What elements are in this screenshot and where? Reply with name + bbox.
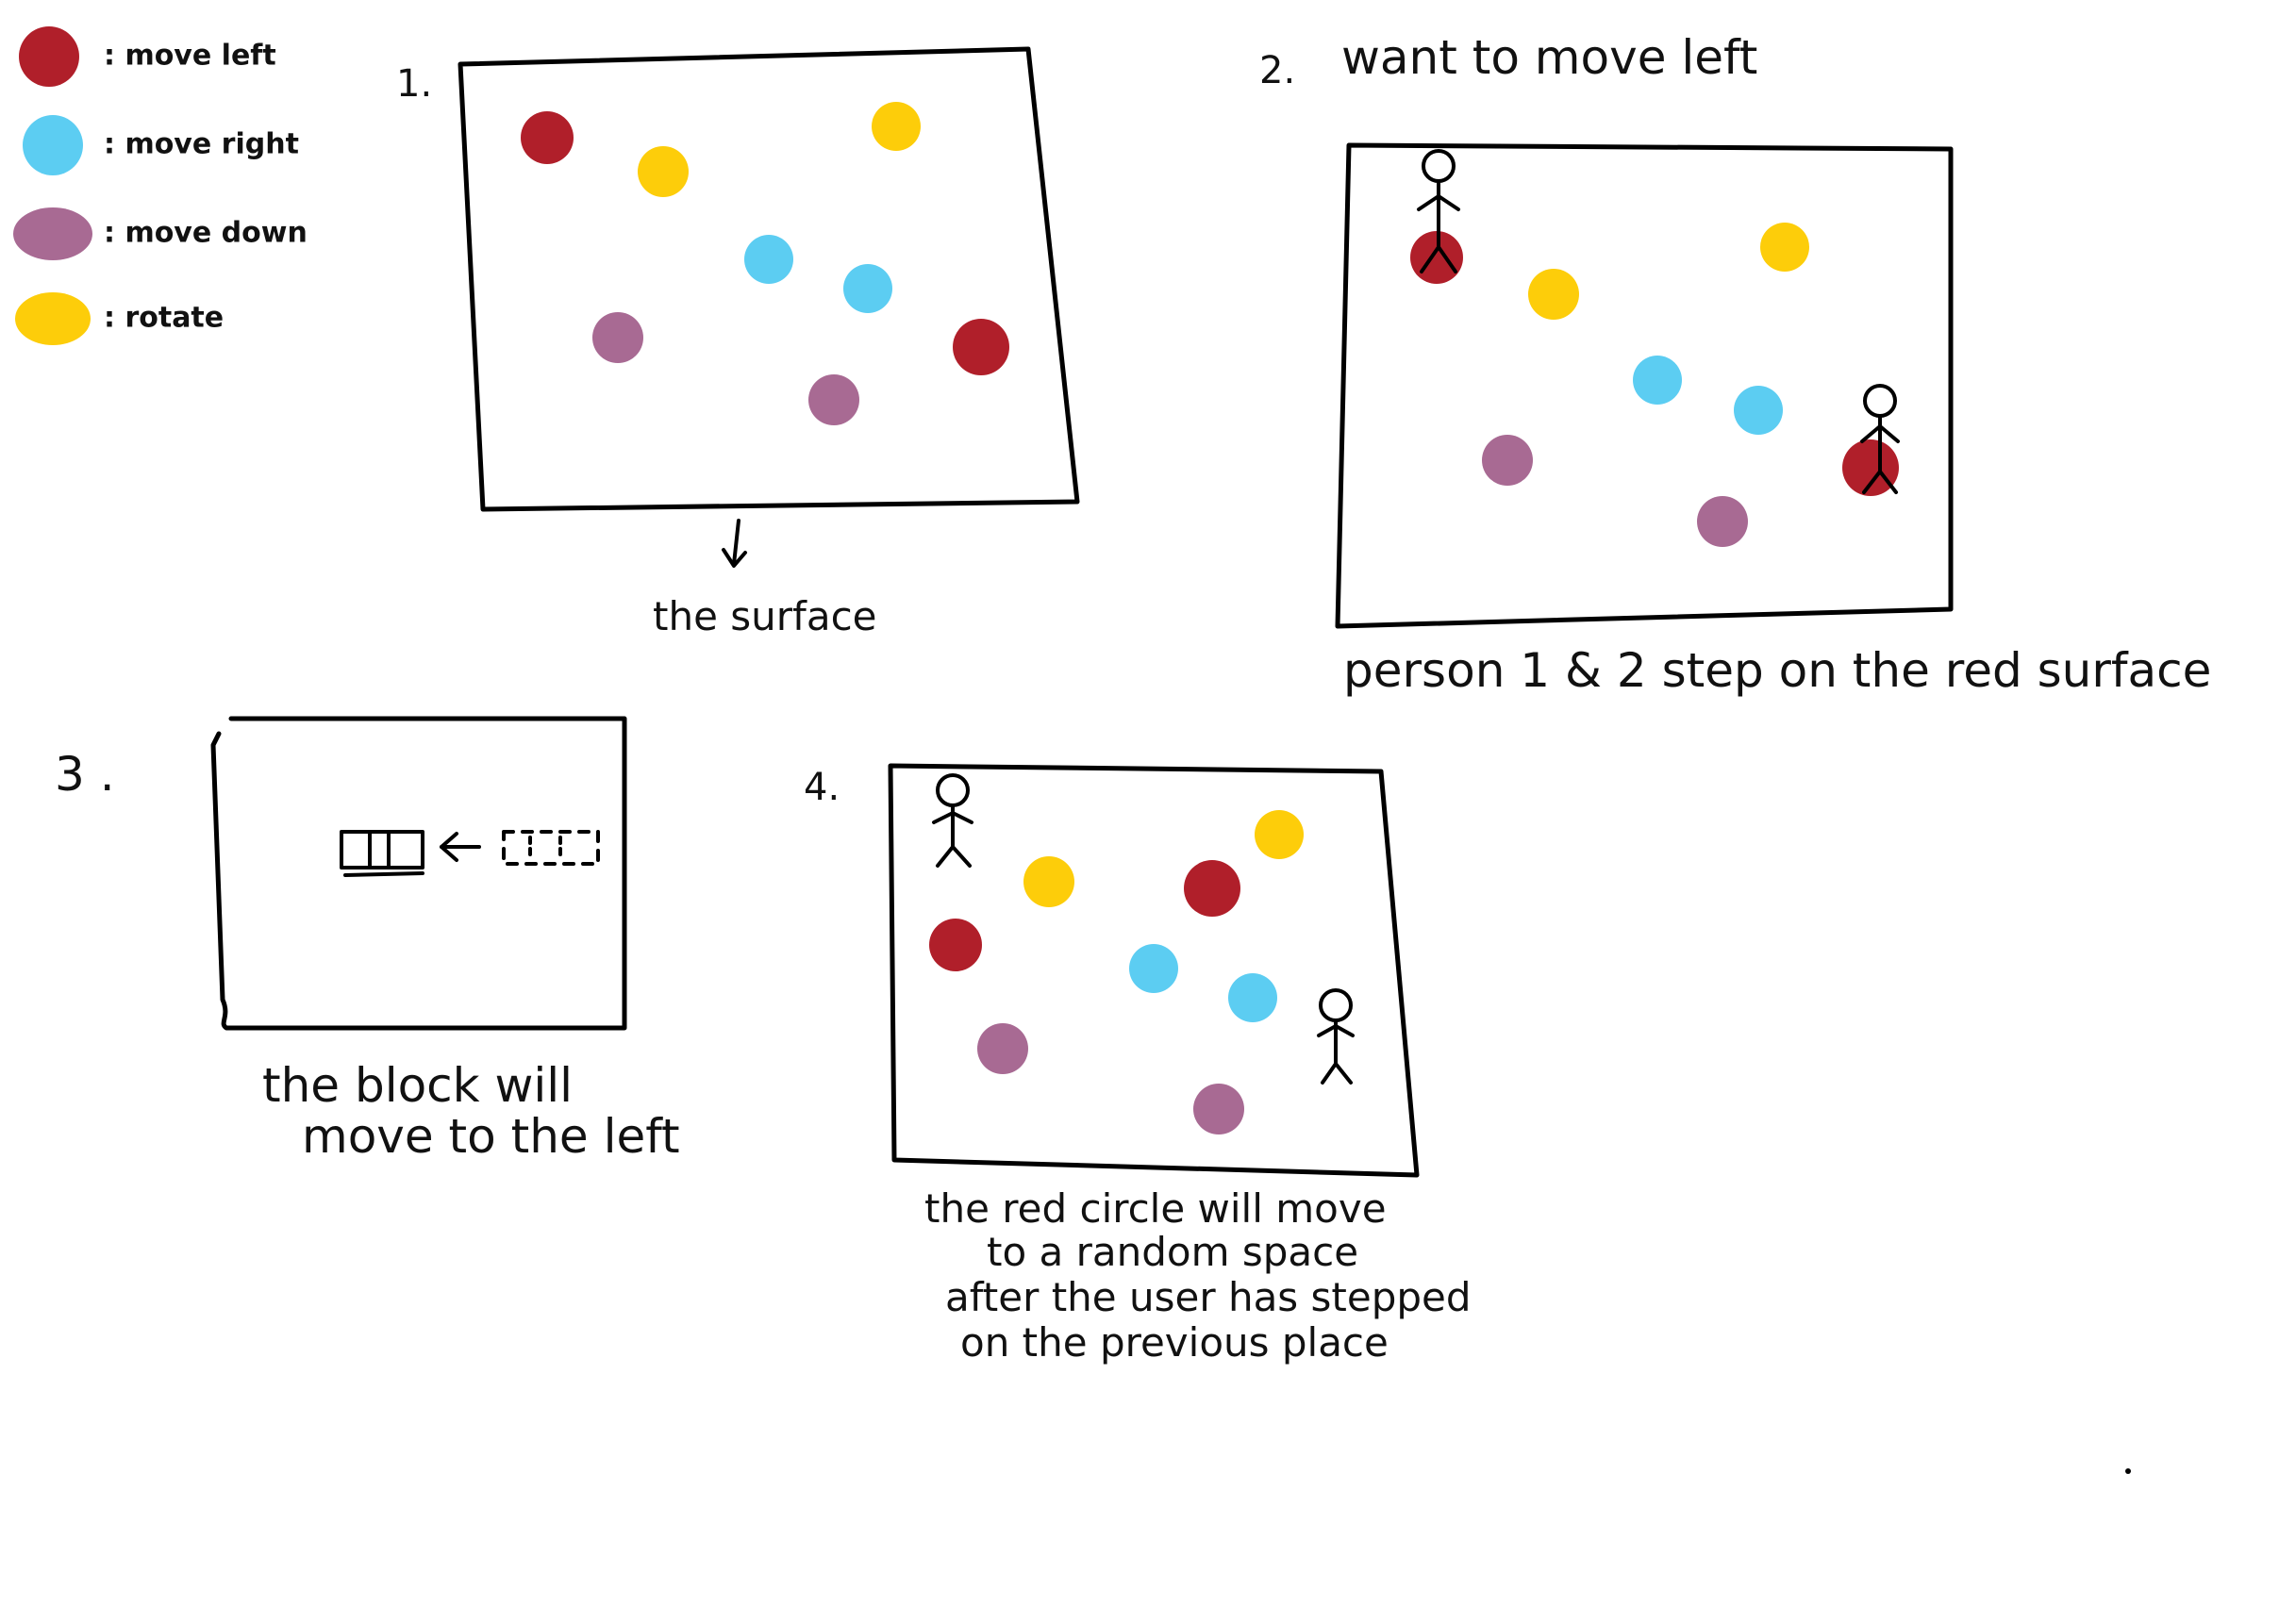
panel-3: 3 . the block will move to the left	[55, 716, 680, 1164]
panel-number: 3 .	[55, 747, 115, 802]
ghost-block-icon	[502, 830, 600, 866]
left-arrow-icon	[440, 832, 481, 862]
blue-dot-icon	[23, 115, 83, 175]
surface-frame	[458, 46, 1080, 512]
panel-number: 2.	[1259, 49, 1295, 92]
yellow-circle	[1528, 269, 1579, 320]
panel-1: 1. the surface	[396, 46, 1080, 639]
blue-circle	[744, 235, 793, 284]
panel-number: 4.	[804, 766, 840, 809]
purple-circle	[808, 374, 859, 425]
red-circle	[521, 111, 574, 164]
panel-caption-line-1: the block will	[262, 1058, 573, 1113]
panel-caption-line-2: move to the left	[302, 1109, 680, 1164]
panel-caption: person 1 & 2 step on the red surface	[1343, 643, 2211, 698]
blue-circle	[1129, 944, 1178, 993]
yellow-circle	[638, 146, 689, 197]
stick-figure-icon	[1860, 384, 1900, 494]
legend-label: : move left	[104, 40, 276, 73]
legend-item-move-left: : move left	[19, 26, 276, 87]
surface-frame	[888, 763, 1420, 1178]
red-circle	[929, 919, 982, 971]
panel-caption-line-4: on the previous place	[960, 1319, 1389, 1366]
red-dot-icon	[19, 26, 79, 87]
legend-item-rotate: : rotate	[15, 292, 224, 345]
yellow-circle	[1023, 856, 1074, 907]
panel-number: 1.	[396, 62, 432, 106]
panel-caption-line-1: the red circle will move	[924, 1185, 1387, 1232]
stick-figure-icon	[932, 773, 973, 868]
panel-caption-line-3: after the user has stepped	[945, 1274, 1472, 1320]
screen-frame	[210, 716, 627, 1031]
red-circle	[953, 319, 1009, 375]
legend: : move left : move right : move down : r…	[13, 26, 308, 345]
panel-title: want to move left	[1341, 30, 1757, 85]
legend-item-move-right: : move right	[23, 115, 299, 175]
blue-circle	[1633, 356, 1682, 405]
blue-circle	[1228, 973, 1277, 1022]
legend-item-move-down: : move down	[13, 207, 308, 260]
purple-circle	[1482, 435, 1533, 486]
blue-circle	[1734, 386, 1783, 435]
stick-figure-icon	[1317, 988, 1355, 1085]
yellow-circle	[872, 102, 921, 151]
block-icon	[340, 830, 424, 877]
down-arrow-icon	[722, 519, 747, 568]
stray-dot	[2125, 1468, 2131, 1474]
panel-2: 2. want to move left person 1 & 2 step o…	[1259, 30, 2211, 698]
stick-figure-icon	[1417, 149, 1460, 273]
legend-label: : move right	[104, 128, 299, 161]
red-circle	[1184, 860, 1240, 917]
panel-caption: the surface	[653, 593, 877, 639]
purple-circle	[977, 1023, 1028, 1074]
panel-4: 4. the red circle will move to a random …	[804, 763, 1472, 1366]
purple-circle	[1697, 496, 1748, 547]
yellow-circle	[1760, 223, 1809, 272]
panel-caption-line-2: to a random space	[987, 1229, 1358, 1275]
purple-circle	[1193, 1084, 1244, 1134]
surface-frame	[1335, 142, 1954, 629]
legend-label: : rotate	[104, 302, 224, 335]
purple-circle	[592, 312, 643, 363]
yellow-dot-icon	[15, 292, 91, 345]
purple-dot-icon	[13, 207, 92, 260]
legend-label: : move down	[104, 217, 308, 250]
yellow-circle	[1255, 810, 1304, 859]
blue-circle	[843, 264, 892, 313]
red-circle	[1842, 439, 1899, 496]
